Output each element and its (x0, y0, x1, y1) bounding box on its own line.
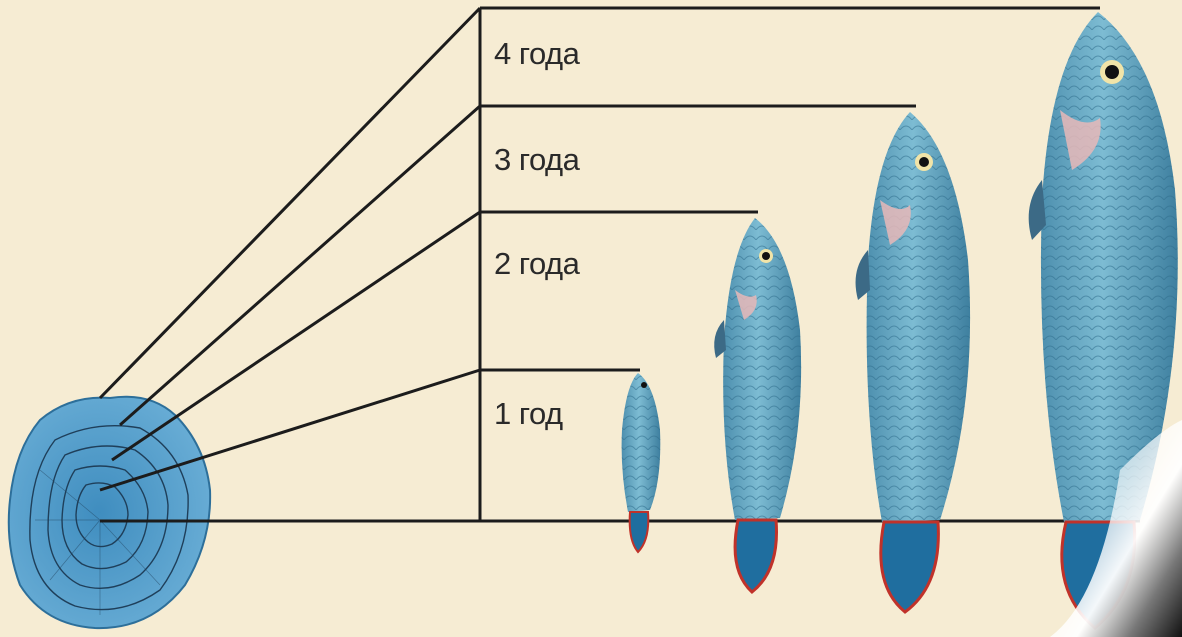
fish-icon (856, 112, 971, 612)
age-label-3: 3 года (494, 142, 579, 178)
age-label-1: 1 год (494, 396, 563, 432)
fish-scale-icon (9, 397, 210, 628)
age-label-2: 2 года (494, 246, 579, 282)
age-scale-lines (100, 8, 1140, 521)
fish-icon (714, 218, 801, 592)
fish-icon (622, 373, 661, 552)
age-label-4: 4 года (494, 36, 579, 72)
